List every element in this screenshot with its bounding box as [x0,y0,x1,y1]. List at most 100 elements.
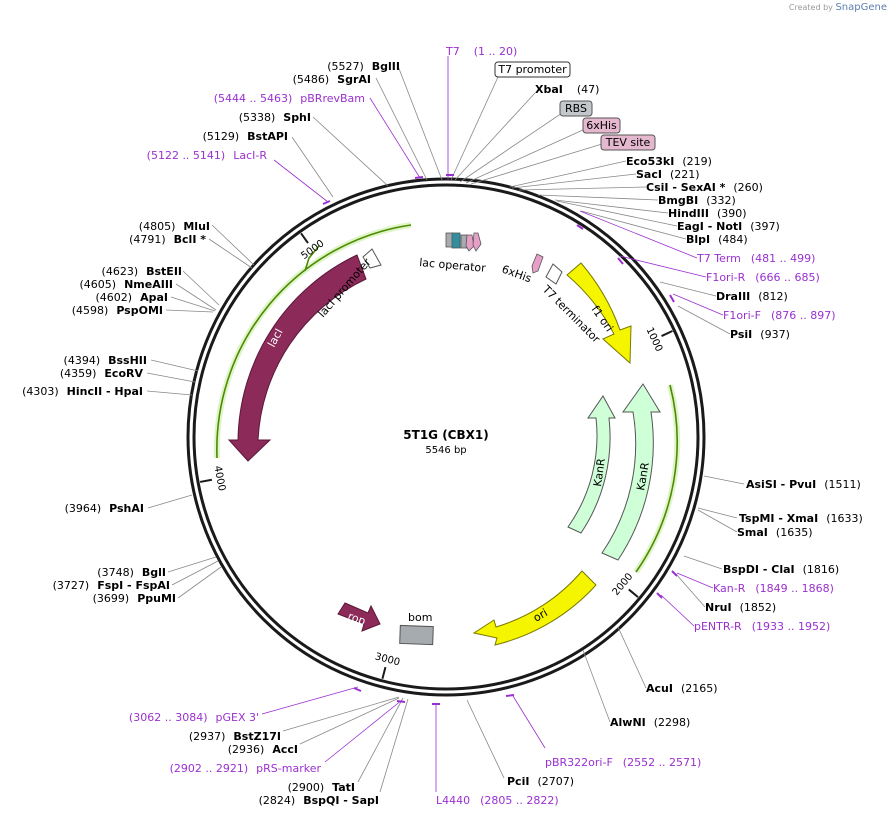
site-right-bmgbi[interactable]: BmgBI(332) [658,194,736,207]
enzyme-name: PciI [507,775,529,788]
site-left-laci-r[interactable]: (5122 .. 5141)LacI-R [147,149,268,162]
site-left-acci[interactable]: (2936)AccI [228,743,298,756]
laci-orf-line [216,224,412,459]
site-right-kan-r[interactable]: Kan-R(1849 .. 1868) [713,582,834,595]
feature-box-t7-promoter[interactable] [494,61,571,78]
site-right-psii[interactable]: PsiI(937) [730,328,790,341]
site-right-eco53ki[interactable]: Eco53kI(219) [626,155,712,168]
bom-block[interactable] [399,624,434,646]
laci-promoter-arrow[interactable] [362,248,382,269]
site-left-prs-marker[interactable]: (2902 .. 2921)pRS-marker [170,762,322,775]
leader-acci [299,697,400,745]
site-left-pbrrevbam[interactable]: (5444 .. 5463)pBRrevBam [214,92,365,105]
site-left-sphi[interactable]: (5338)SphI [239,111,311,124]
site-right-asisi-pvui[interactable]: AsiSI - PvuI(1511) [746,478,861,491]
site-right-smai[interactable]: SmaI(1635) [737,526,812,539]
leader-bspdi [683,555,723,570]
site-bottom-l4440[interactable]: L4440(2805 .. 2822) [436,794,559,807]
site-left-mlui[interactable]: (4805)MluI [139,220,210,233]
primer-mark-f1ori-r [617,257,624,265]
feature-box-tev-site[interactable] [600,134,656,151]
enzyme-name: TspMI - XmaI [739,512,818,525]
site-left-pshai[interactable]: (3964)PshAI [65,502,144,515]
site-bottom-pcii[interactable]: PciI (2707) [507,775,574,788]
enzyme-position: (4605) [80,278,117,291]
leader-fspi [171,560,219,586]
leader-ppumi [177,566,222,599]
enzyme-name: BlpI [686,233,710,246]
leader-mlui [211,224,255,266]
his-tag-block[interactable] [465,234,475,252]
t7-promoter-block[interactable] [451,232,461,249]
enzyme-position: (390) [717,207,747,220]
t7-terminator-arrow[interactable] [545,263,563,285]
site-right-saci[interactable]: SacI(221) [636,168,700,181]
ori-arrow[interactable] [472,570,597,646]
site-right-eagi-noti[interactable]: EagI - NotI(397) [677,220,780,233]
f1-ori-arrow[interactable] [566,262,632,365]
site-right-t7-term[interactable]: T7 Term(481 .. 499) [696,252,815,265]
site-left-ecorv[interactable]: (4359)EcoRV [60,367,144,380]
primer-mark-t7term [576,224,584,230]
laci-arrow[interactable] [227,254,367,462]
site-left-tati[interactable]: (2900)TatI [288,781,355,794]
enzyme-position: (3699) [93,592,130,605]
site-left-bglii[interactable]: (5527)BglII [327,60,400,73]
enzyme-name: EagI - NotI [677,220,742,233]
site-right-draiii[interactable]: DraIII(812) [716,290,788,303]
site-right-pentr-r[interactable]: pENTR-R(1933 .. 1952) [694,620,830,633]
site-left-bspqi-sapi[interactable]: (2824)BspQI - SapI [259,794,379,807]
site-right-tspmi-xmai[interactable]: TspMI - XmaI(1633) [739,512,863,525]
site-left-bstz17i[interactable]: (2937)BstZ17I [189,730,281,743]
leader-laci-r [273,159,329,203]
leader-t7-promoter [450,76,499,181]
site-left-bcli[interactable]: (4791)BclI * [129,233,206,246]
primer-name: T7 [445,45,460,58]
leader-bglii [397,65,443,181]
kanr-inner-arrow[interactable] [567,395,616,534]
feature-box-6xhis[interactable] [582,117,621,134]
site-left-fspi-fspai[interactable]: (3727)FspI - FspAI [53,579,170,592]
feature-box-rbs[interactable] [559,100,593,117]
site-right-bspdi-clai[interactable]: BspDI - ClaI(1816) [723,563,839,576]
site-left-hincii-hpai[interactable]: (4303)HincII - HpaI [22,385,143,398]
kanr-outer-arrow[interactable] [601,383,661,561]
site-left-ppumi[interactable]: (3699)PpuMI [93,592,176,605]
leader-bsshii [150,359,199,372]
primer-name: F1ori-R [706,271,746,284]
leader-pentr-r [660,594,695,627]
site-left-apai[interactable]: (4602)ApaI [96,291,168,304]
site-left-bsteii[interactable]: (4623)BstEII [102,265,182,278]
site-left-pgex-3[interactable]: (3062 .. 3084)pGEX 3' [129,711,259,724]
site-left-nmeaiii[interactable]: (4605)NmeAIII [80,278,174,291]
site-left-bgli[interactable]: (3748)BglI [97,566,166,579]
primer-top-t7[interactable]: T7(1 .. 20) [445,45,517,58]
site-right-csii-sexai[interactable]: CsiI - SexAI *(260) [646,181,763,194]
primer-mark-prs-marker [396,700,406,703]
site-right-nrui[interactable]: NruI(1852) [705,601,776,614]
site-right-alwni[interactable]: AlwNI(2298) [610,716,690,729]
primer-position: (2805 .. 2822) [480,794,559,807]
site-left-bstapi[interactable]: (5129)BstAPI [203,130,288,143]
snapgene-logo: SnapGene [835,2,887,13]
enzyme-name: BspDI - ClaI [723,563,795,576]
site-right-f1ori-r[interactable]: F1ori-R(666 .. 685) [706,271,820,284]
site-left-pspomi[interactable]: (4598)PspOMI [72,304,163,317]
enzyme-name: PshAI [109,502,144,515]
enzyme-position: (4394) [64,354,101,367]
rop-arrow[interactable] [337,602,381,632]
site-left-bsshii[interactable]: (4394)BssHII [64,354,147,367]
site-right-acui[interactable]: AcuI(2165) [646,682,718,695]
enzyme-position: (2707) [537,775,574,788]
bom-label: bom [408,611,432,624]
enzyme-position: (4359) [60,367,97,380]
his-feature-arrow[interactable] [531,253,544,274]
site-bottom-pbr322ori-f[interactable]: pBR322ori-F(2552 .. 2571) [545,756,701,769]
tev-site-block[interactable] [472,232,482,252]
site-right-hindiii[interactable]: HindIII(390) [668,207,747,220]
site-right-blpi[interactable]: BlpI(484) [686,233,748,246]
site-top-xbai[interactable]: XbaI(47) [535,83,599,96]
primer-position: (5122 .. 5141) [147,149,226,162]
site-left-sgrai[interactable]: (5486)SgrAI [293,73,371,86]
site-right-f1ori-f[interactable]: F1ori-F(876 .. 897) [723,309,836,322]
